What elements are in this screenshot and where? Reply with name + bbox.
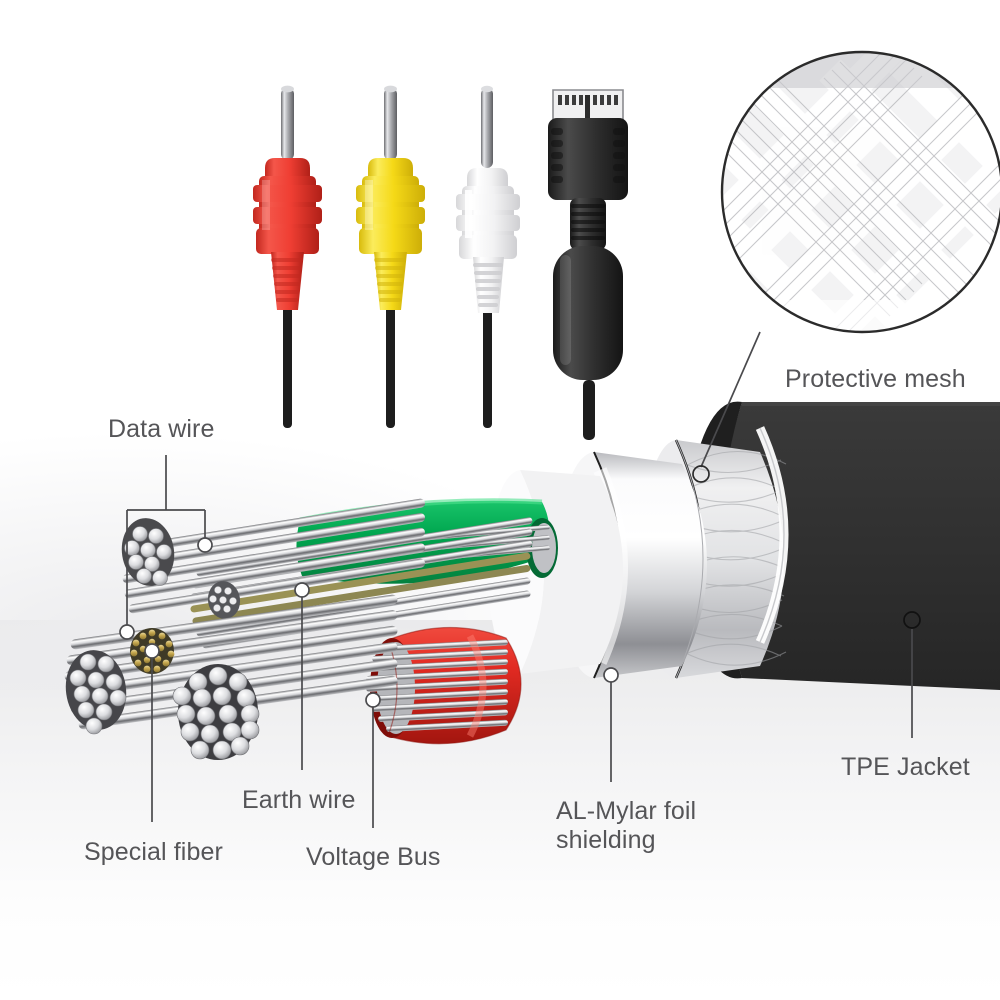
mesh-magnifier <box>720 50 1000 334</box>
callout-label-al-mylar: AL-Mylar foil shielding <box>556 797 697 854</box>
leader-voltage-bus <box>365 692 381 828</box>
av-multiout-plug <box>548 89 628 380</box>
callout-leaders <box>119 331 921 828</box>
earth-wire-cross-section <box>172 664 260 760</box>
callout-label-protective-mesh: Protective mesh <box>785 365 966 393</box>
leader-special-fiber <box>144 643 160 822</box>
callout-label-special-fiber: Special fiber <box>84 838 223 866</box>
wire-bundle-upper <box>121 498 426 619</box>
leader-data-wire <box>119 455 213 640</box>
voltage-bus-layer <box>366 626 522 745</box>
leader-protective-mesh <box>692 331 761 483</box>
callout-label-voltage-bus: Voltage Bus <box>306 843 441 871</box>
leader-al-mylar <box>603 667 619 782</box>
wire-bundle-lower <box>64 594 398 760</box>
rca-plug-red <box>253 85 322 310</box>
bundle-cross-section-upper <box>121 518 175 586</box>
connector-leads <box>283 300 595 440</box>
rca-plug-white <box>456 85 520 313</box>
leader-tpe-jacket <box>903 611 921 738</box>
bundle-cross-section-lower <box>65 650 127 735</box>
callout-label-tpe-jacket: TPE Jacket <box>841 753 970 781</box>
callout-label-data-wire: Data wire <box>108 415 215 443</box>
bundle-cross-section-small <box>207 581 241 619</box>
rca-plug-yellow <box>356 85 425 310</box>
callout-label-earth-wire: Earth wire <box>242 786 356 814</box>
leader-earth-wire <box>294 582 310 770</box>
voltage-bus-strands <box>366 639 508 732</box>
